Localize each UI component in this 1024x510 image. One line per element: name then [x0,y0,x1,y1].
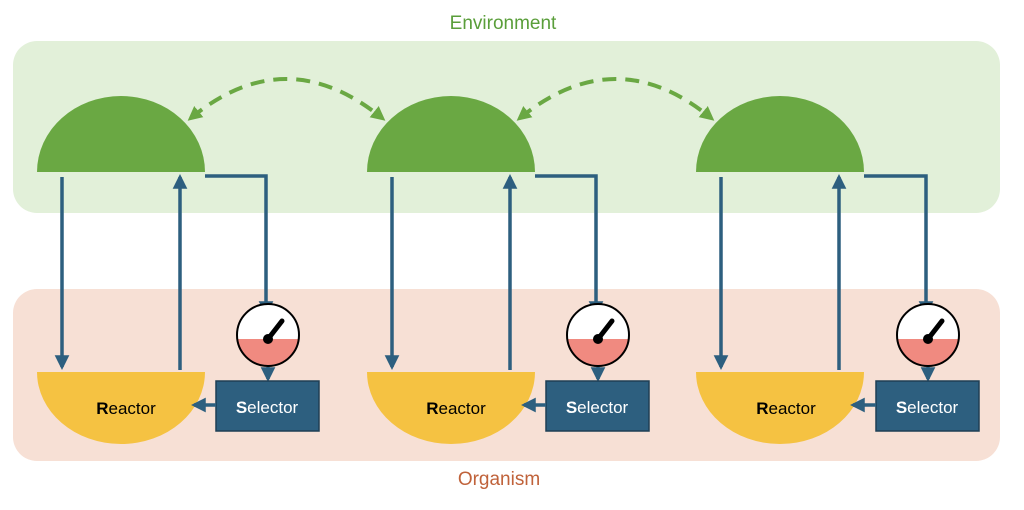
reactor-shape [37,372,205,444]
reactor-shape [696,372,864,444]
unit-2: Reactor Selector [367,96,650,444]
gauge-icon [236,303,300,367]
environment-dome [367,96,535,172]
dashed-curved-arrow-icon [187,77,386,121]
reactor-shape [367,372,535,444]
unit-3: Reactor Selector [696,96,980,444]
organism-label: Organism [458,469,540,490]
unit-1: Reactor Selector [37,96,320,444]
environment-dome [696,96,864,172]
selector-label: Selector [896,398,959,417]
dashed-curved-arrow-icon [516,77,715,121]
gauge-icon [566,303,630,367]
selector-label: Selector [236,398,299,417]
environment-dome [37,96,205,172]
selector-box [875,380,980,432]
selector-box [215,380,320,432]
reactor-label: Reactor [426,399,486,418]
environment-label: Environment [450,13,557,34]
arrow-environment-to-gauge [535,174,604,316]
reactor-label: Reactor [756,399,816,418]
reactor-label: Reactor [96,399,156,418]
arrow-environment-to-gauge [205,174,274,316]
gauge-icon [896,303,960,367]
arrow-environment-to-gauge [864,174,934,316]
selector-box [545,380,650,432]
selector-label: Selector [566,398,629,417]
